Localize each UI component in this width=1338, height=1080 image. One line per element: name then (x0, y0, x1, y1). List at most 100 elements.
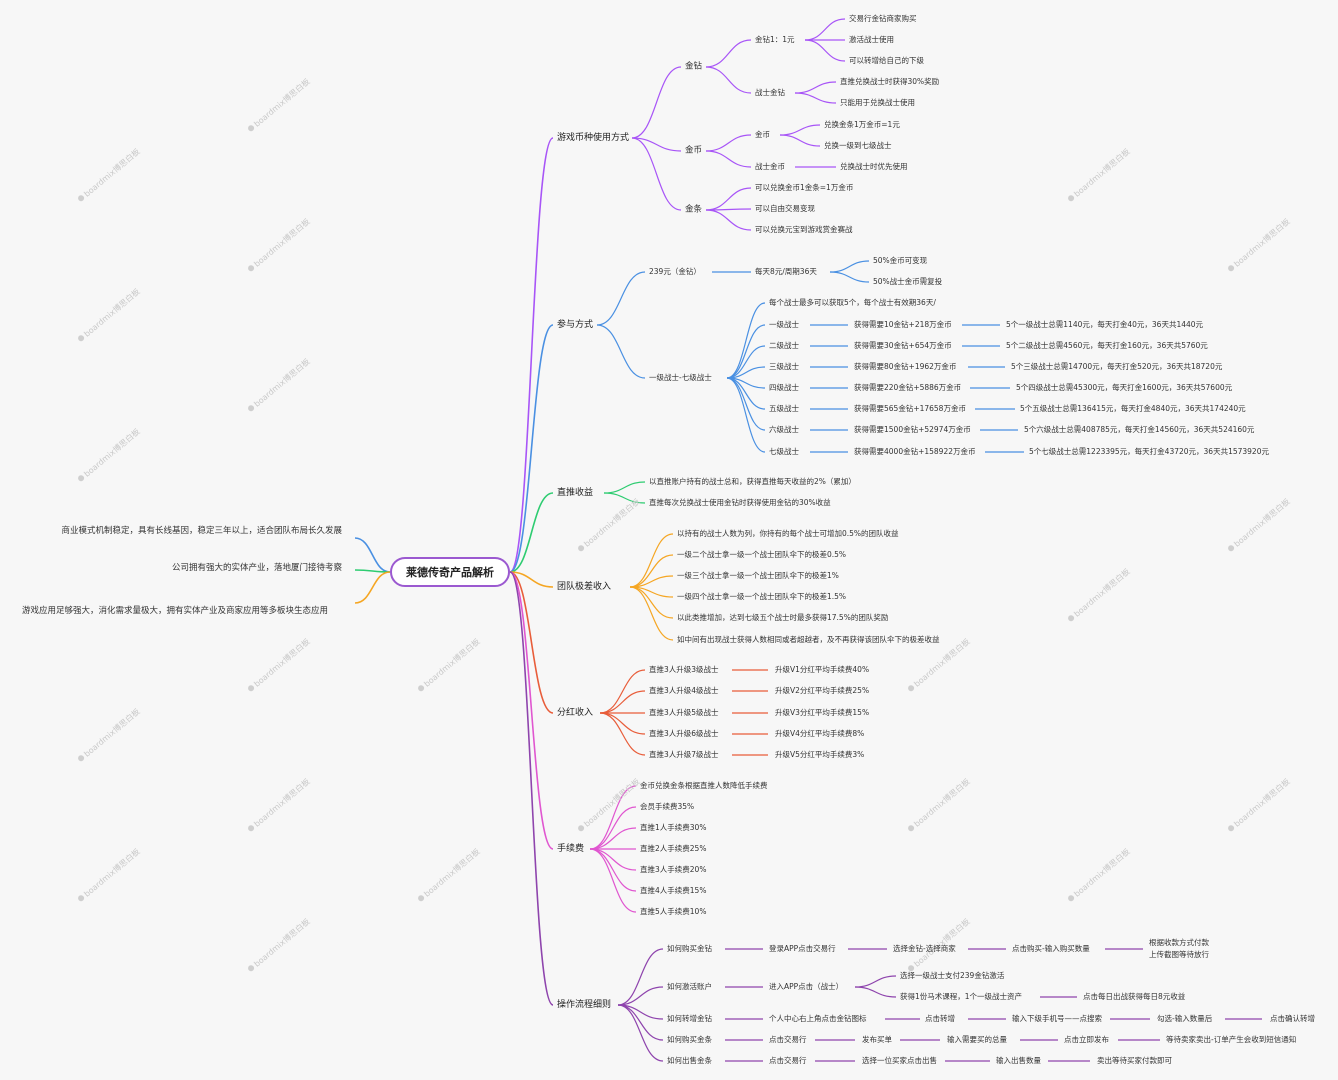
warrior-level[interactable]: 六级战士 (769, 425, 799, 434)
branch-currency-usage[interactable]: 游戏币种使用方式 (557, 133, 630, 143)
node-jinzuan-rate[interactable]: 金钻1：1元 (755, 35, 795, 44)
branch-participation[interactable]: 参与方式 (557, 320, 594, 330)
branch-fees[interactable]: 手续费 (557, 844, 585, 854)
step[interactable]: 发布买单 (862, 1035, 892, 1044)
leaf[interactable]: 可以转增给自己的下级 (849, 56, 924, 65)
warrior-requirement[interactable]: 获得需要565金钻+17658万金币 (854, 404, 966, 413)
warrior-requirement[interactable]: 获得需要30金钻+654万金币 (854, 341, 952, 350)
dividend-condition[interactable]: 直推3人升级7级战士 (649, 750, 719, 759)
leaf[interactable]: 交易行金钻商家购买 (849, 14, 917, 23)
warrior-requirement[interactable]: 获得需要80金钻+1962万金币 (854, 362, 957, 371)
dividend-reward[interactable]: 升级V3分红平均手续费15% (775, 708, 870, 717)
leaf[interactable]: 只能用于兑换战士使用 (840, 98, 915, 107)
step[interactable]: 输入下级手机号——点搜索 (1012, 1014, 1102, 1023)
warrior-total[interactable]: 5个一级战士总需1140元，每天打金40元，36天共1440元 (1006, 320, 1204, 329)
step[interactable]: 个人中心右上角点击金钻图标 (769, 1014, 867, 1023)
warrior-level[interactable]: 五级战士 (769, 404, 799, 413)
fee-item[interactable]: 直推1人手续费30% (640, 823, 707, 832)
leaf[interactable]: 一级二个战士拿一级一个战士团队伞下的极差0.5% (677, 550, 847, 559)
warrior-requirement[interactable]: 获得需要220金钻+5886万金币 (854, 383, 962, 392)
node-warrior-levels[interactable]: 一级战士-七级战士 (649, 373, 712, 382)
branch-operations[interactable]: 操作流程细则 (557, 1000, 612, 1010)
leaf[interactable]: 直推每次兑换战士使用金钻时获得使用金钻的30%收益 (649, 498, 831, 507)
step[interactable]: 选择一位买家点击出售 (862, 1056, 937, 1065)
branch-direct-income[interactable]: 直推收益 (557, 488, 594, 498)
warrior-requirement[interactable]: 获得需要1500金钻+52974万金币 (854, 425, 971, 434)
warrior-total[interactable]: 5个七级战士总需1223395元，每天打金43720元，36天共1573920元 (1029, 447, 1269, 456)
fee-item[interactable]: 直推4人手续费15% (640, 886, 707, 895)
operation-question[interactable]: 如何购买金钻 (667, 944, 712, 953)
dividend-condition[interactable]: 直推3人升级5级战士 (649, 708, 719, 717)
node-jinbi-sub[interactable]: 金币 (755, 130, 770, 139)
leaf[interactable]: 50%战士金币需复投 (873, 277, 943, 286)
step[interactable]: 输入出售数量 (996, 1056, 1041, 1065)
warrior-requirement[interactable]: 获得需要10金钻+218万金币 (854, 320, 952, 329)
dividend-reward[interactable]: 升级V1分红平均手续费40% (775, 665, 870, 674)
leaf[interactable]: 以此类推增加，达到七级五个战士时最多获得17.5%的团队奖励 (677, 613, 889, 622)
dividend-reward[interactable]: 升级V2分红平均手续费25% (775, 686, 870, 695)
node-239[interactable]: 239元（金钻） (649, 267, 701, 276)
step[interactable]: 点击立即发布 (1064, 1035, 1109, 1044)
warrior-total[interactable]: 5个二级战士总需4560元，每天打金160元，36天共5760元 (1006, 341, 1208, 350)
leaf[interactable]: 以直推账户持有的战士总和，获得直推每天收益的2%（累加） (649, 477, 856, 486)
warrior-level[interactable]: 一级战士 (769, 320, 799, 329)
leaf[interactable]: 兑换金条1万金币=1元 (824, 120, 900, 129)
dividend-reward[interactable]: 升级V4分红平均手续费8% (775, 729, 865, 738)
node-jinbi[interactable]: 金币 (685, 145, 703, 156)
node-daily[interactable]: 每天8元/周期36天 (755, 267, 817, 276)
fee-item[interactable]: 会员手续费35% (640, 802, 695, 811)
root-node[interactable]: 莱德传奇产品解析 (390, 557, 510, 587)
leaf[interactable]: 如中间有出现战士获得人数相同或者超越者，及不再获得该团队伞下的极差收益 (677, 635, 940, 644)
branch-team-differential[interactable]: 团队极差收入 (557, 582, 612, 592)
left-node-ecosystem[interactable]: 游戏应用足够强大，消化需求量极大，拥有实体产业及商家应用等多板块生态应用 (22, 606, 329, 616)
warrior-level[interactable]: 七级战士 (769, 447, 799, 456)
step[interactable]: 点击每日出战获得每日8元收益 (1083, 992, 1186, 1001)
leaf[interactable]: 可以自由交易变现 (755, 204, 815, 213)
step[interactable]: 等待卖家卖出-订单产生会收到短信通知 (1166, 1035, 1297, 1044)
step[interactable]: 点击确认转增 (1270, 1014, 1315, 1023)
node-warrior-jinzuan[interactable]: 战士金钻 (755, 88, 785, 97)
left-node-industry[interactable]: 公司拥有强大的实体产业，落地厦门接待考察 (171, 563, 342, 573)
operation-question[interactable]: 如何出售金条 (667, 1056, 712, 1065)
warrior-total[interactable]: 5个四级战士总需45300元，每天打金1600元，36天共57600元 (1016, 383, 1233, 392)
dividend-reward[interactable]: 升级V5分红平均手续费3% (775, 750, 865, 759)
leaf[interactable]: 每个战士最多可以获取5个，每个战士有效期36天/ (769, 298, 936, 307)
step[interactable]: 上传截图等待放行 (1149, 950, 1209, 959)
dividend-condition[interactable]: 直推3人升级4级战士 (649, 686, 719, 695)
step[interactable]: 获得1份马术课程，1个一级战士资产 (900, 992, 1023, 1001)
leaf[interactable]: 可以兑换金币1金条=1万金币 (755, 183, 854, 192)
operation-question[interactable]: 如何购买金条 (667, 1035, 712, 1044)
step[interactable]: 输入需要买的总量 (947, 1035, 1007, 1044)
fee-item[interactable]: 直推3人手续费20% (640, 865, 707, 874)
warrior-level[interactable]: 四级战士 (769, 383, 799, 392)
step[interactable]: 根据收款方式付款 (1149, 938, 1209, 947)
dividend-condition[interactable]: 直推3人升级6级战士 (649, 729, 719, 738)
step[interactable]: 点击交易行 (769, 1035, 807, 1044)
warrior-level[interactable]: 二级战士 (769, 341, 799, 350)
node-jintiao[interactable]: 金条 (685, 204, 703, 215)
leaf[interactable]: 50%金币可变现 (873, 256, 928, 265)
node-activate[interactable]: 如何激活账户 (667, 982, 712, 991)
warrior-total[interactable]: 5个三级战士总需14700元，每天打金520元，36天共18720元 (1011, 362, 1223, 371)
fee-item[interactable]: 直推2人手续费25% (640, 844, 707, 853)
step[interactable]: 勾选-输入数量后 (1157, 1014, 1213, 1023)
leaf[interactable]: 激活战士使用 (849, 35, 894, 44)
leaf[interactable]: 兑换战士时优先使用 (840, 162, 908, 171)
leaf[interactable]: 一级四个战士拿一级一个战士团队伞下的极差1.5% (677, 592, 847, 601)
leaf[interactable]: 直推兑换战士时获得30%奖励 (840, 77, 940, 86)
branch-dividend[interactable]: 分红收入 (557, 708, 594, 718)
operation-question[interactable]: 如何转增金钻 (667, 1014, 712, 1023)
leaf[interactable]: 兑换一级到七级战士 (824, 141, 892, 150)
left-node-model[interactable]: 商业模式机制稳定，具有长线基因，稳定三年以上，适合团队布局长久发展 (61, 526, 342, 536)
leaf[interactable]: 可以兑换元宝到游戏赏金赛战 (755, 225, 853, 234)
step[interactable]: 点击交易行 (769, 1056, 807, 1065)
step[interactable]: 登录APP点击交易行 (769, 944, 836, 953)
step[interactable]: 卖出等待买家付款即可 (1097, 1056, 1172, 1065)
step[interactable]: 选择金钻-选择商家 (893, 944, 956, 953)
step[interactable]: 进入APP点击（战士） (769, 982, 844, 991)
step[interactable]: 点击转增 (925, 1014, 955, 1023)
leaf[interactable]: 以持有的战士人数为列，你持有的每个战士可增加0.5%的团队收益 (677, 529, 899, 538)
warrior-total[interactable]: 5个五级战士总需136415元，每天打金4840元，36天共174240元 (1020, 404, 1246, 413)
node-jinzuan[interactable]: 金钻 (685, 61, 703, 72)
node-warrior-jinbi[interactable]: 战士金币 (755, 162, 785, 171)
